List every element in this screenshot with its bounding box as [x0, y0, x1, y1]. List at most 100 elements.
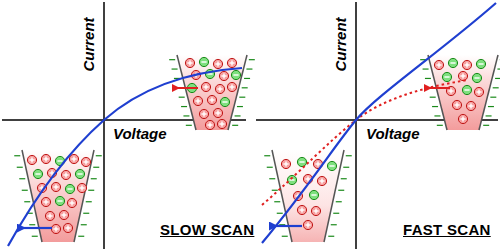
- cation: [63, 223, 72, 232]
- ion-body: [219, 71, 228, 80]
- surface-charge: [78, 236, 84, 237]
- anion: [220, 97, 229, 106]
- ion-sign: [205, 84, 206, 89]
- ion-body: [59, 210, 68, 219]
- flow-arrow: [428, 87, 450, 89]
- ion-body: [81, 157, 90, 166]
- nanopore: [14, 150, 102, 242]
- ion-sign: [85, 159, 86, 164]
- cation: [61, 170, 70, 179]
- panel-title: SLOW SCAN: [160, 222, 254, 237]
- ion-sign: [209, 122, 210, 127]
- ion-body: [27, 155, 36, 164]
- ion-body: [227, 82, 236, 91]
- ion-sign: [307, 176, 308, 181]
- ion-body: [287, 175, 296, 184]
- ion-sign: [201, 61, 206, 62]
- cation: [77, 183, 86, 192]
- ion-sign: [321, 178, 322, 183]
- surface-charge: [249, 59, 255, 60]
- surface-charge: [430, 97, 436, 98]
- panel-title: FAST SCAN: [403, 222, 491, 237]
- ion-body: [51, 182, 60, 191]
- ion-sign: [211, 97, 212, 102]
- ion-body: [213, 108, 222, 117]
- ion-sign: [301, 207, 302, 212]
- ion-sign: [223, 73, 224, 78]
- y-axis: [103, 2, 105, 249]
- cation: [205, 120, 214, 129]
- axis-label: Current: [332, 17, 347, 71]
- cation: [311, 206, 320, 215]
- ion-body: [227, 58, 236, 67]
- cation: [458, 71, 467, 80]
- surface-charge: [269, 178, 275, 179]
- surface-charge: [328, 236, 334, 237]
- anion: [442, 72, 451, 81]
- ion-body: [185, 58, 194, 67]
- ion-sign: [438, 62, 439, 67]
- ion-sign: [231, 84, 232, 89]
- ion-body: [205, 120, 214, 129]
- ion-sign: [299, 161, 304, 162]
- surface-charge: [331, 224, 337, 225]
- ion-body: [281, 159, 290, 168]
- ion-body: [207, 95, 216, 104]
- surface-charge: [264, 155, 270, 156]
- surface-charge: [336, 201, 342, 202]
- ion-sign: [470, 103, 471, 108]
- ion-sign: [197, 98, 198, 103]
- ion-sign: [189, 60, 190, 65]
- ion-body: [462, 85, 471, 94]
- anion: [75, 169, 84, 178]
- ion-sign: [289, 179, 294, 180]
- ion-body: [55, 196, 64, 205]
- ion-body: [317, 176, 326, 185]
- surface-charge: [423, 68, 429, 69]
- cation: [219, 71, 228, 80]
- ion-sign: [474, 77, 479, 78]
- ion-body: [462, 60, 471, 69]
- ion-sign: [35, 173, 40, 174]
- ion-sign: [317, 161, 318, 166]
- pore-wall: [74, 150, 94, 242]
- ion-sign: [311, 194, 316, 195]
- ion-body: [466, 101, 475, 110]
- ion-body: [213, 59, 222, 68]
- ion-sign: [315, 208, 316, 213]
- ion-body: [303, 220, 312, 229]
- ion-body: [63, 223, 72, 232]
- anion: [231, 70, 240, 79]
- ion-body: [51, 224, 60, 233]
- surface-charge: [179, 97, 185, 98]
- ion-sign: [207, 73, 212, 74]
- pore-wall: [177, 55, 196, 130]
- cation: [27, 155, 36, 164]
- surface-charge: [282, 236, 288, 237]
- surface-charge: [346, 155, 352, 156]
- iv-curve-dotted: [262, 80, 468, 205]
- surface-charge: [93, 167, 99, 168]
- ion-sign: [450, 88, 451, 93]
- ion-body: [77, 183, 86, 192]
- cation: [67, 198, 76, 207]
- ion-sign: [81, 185, 82, 190]
- ion-sign: [67, 188, 72, 189]
- ion-sign: [478, 89, 479, 94]
- ion-sign: [45, 199, 46, 204]
- surface-charge: [246, 68, 252, 69]
- surface-charge: [274, 201, 280, 202]
- ion-sign: [221, 121, 222, 126]
- surface-charge: [186, 125, 192, 126]
- flow-arrow: [274, 225, 302, 227]
- ion-sign: [217, 61, 218, 66]
- surface-charge: [14, 155, 20, 156]
- ion-sign: [222, 101, 227, 102]
- flow-arrow: [22, 227, 52, 229]
- anion: [327, 161, 336, 170]
- pore-fill: [22, 150, 94, 242]
- surface-charge: [434, 115, 440, 116]
- anion: [33, 169, 42, 178]
- ion-body: [41, 197, 50, 206]
- ion-body: [448, 58, 457, 67]
